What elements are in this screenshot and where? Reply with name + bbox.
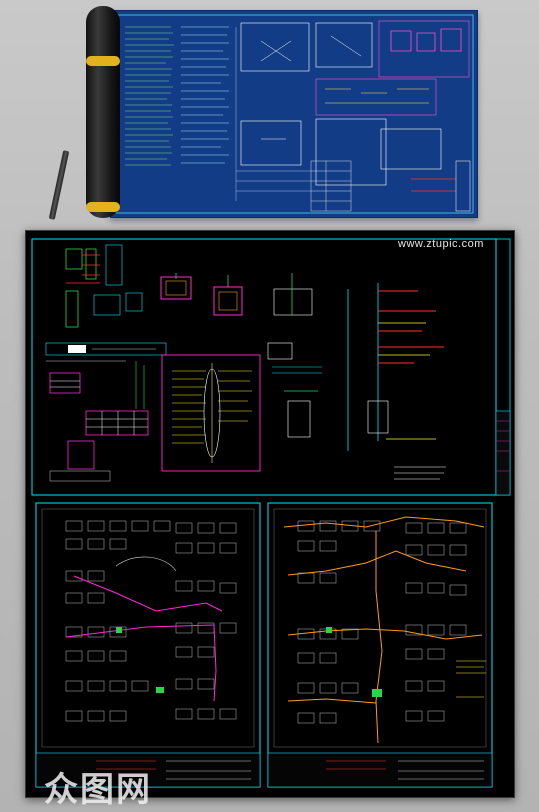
logo: 众图网 bbox=[44, 770, 152, 810]
cad-drawing bbox=[31, 238, 511, 788]
blueprint-sheet-drawing bbox=[114, 14, 474, 214]
rolled-blueprint-icon bbox=[86, 6, 120, 218]
watermark: www.ztupic.com bbox=[398, 238, 484, 250]
cad-drawing-panel bbox=[25, 230, 515, 798]
blueprint-scroll-sheet bbox=[110, 10, 478, 218]
pen-icon bbox=[48, 150, 70, 220]
